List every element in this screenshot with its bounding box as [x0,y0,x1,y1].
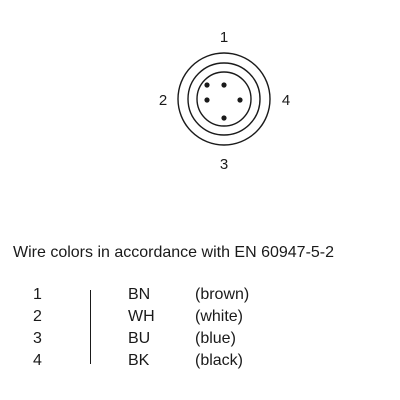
pin-label-2: 2 [159,92,167,109]
pin-hole [237,97,243,103]
wire-pin-number: 4 [33,352,42,369]
wire-row: 2 WH (white) [0,306,400,328]
pin-hole [221,82,227,88]
wire-color-caption: Wire colors in accordance with EN 60947-… [13,244,335,261]
wire-pin-number: 1 [33,286,42,303]
pin-label-1: 1 [220,29,228,46]
connector-inner-ring [196,71,252,127]
wire-row: 4 BK (black) [0,350,400,372]
wire-row: 3 BU (blue) [0,328,400,350]
pin-label-3: 3 [220,156,228,173]
pin-hole [204,97,210,103]
wire-color-code: BK [128,352,150,369]
pin-hole [221,115,227,121]
wire-color-name: (white) [195,308,244,325]
wire-color-name: (blue) [195,330,236,347]
connector-diagram: 1 2 3 4 [159,29,290,173]
wire-color-name: (brown) [195,286,250,303]
wire-color-code: BN [128,286,151,303]
wire-color-code: BU [128,330,151,347]
wire-pin-number: 2 [33,308,42,325]
wire-color-table: 1 BN (brown) 2 WH (white) 3 BU (blue) 4 … [0,284,400,372]
pin-label-4: 4 [282,92,290,109]
pin-hole [204,82,210,88]
connector-middle-ring [187,62,261,136]
table-divider [90,290,91,364]
wire-pin-number: 3 [33,330,42,347]
wire-color-code: WH [128,308,155,325]
wire-color-name: (black) [195,352,244,369]
wire-row: 1 BN (brown) [0,284,400,306]
connector-outer-ring [177,52,271,146]
